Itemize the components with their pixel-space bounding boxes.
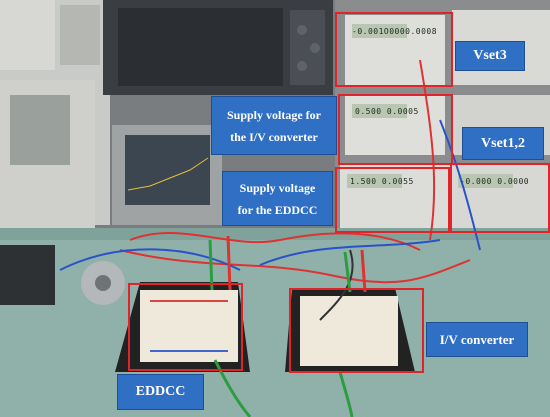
label-iv-converter: I/V converter — [426, 322, 528, 357]
bottom-right-supply-readout: -0.000 0.0000 — [460, 177, 530, 186]
label-iv-supply-line2: the I/V converter — [230, 129, 318, 144]
label-eddcc-text: EDDCC — [135, 384, 186, 399]
middle-supply-readout: 0.500 0.0005 — [355, 107, 419, 116]
highlight-bottom-right-supply — [450, 163, 550, 233]
label-vset3: Vset3 — [455, 41, 525, 71]
label-eddcc-supply: Supply voltage for the EDDCC — [222, 171, 333, 226]
label-eddcc: EDDCC — [117, 374, 204, 410]
bottom-left-supply-readout: 1.500 0.0055 — [350, 177, 414, 186]
top-supply-readout: -0.001O0000.0008 — [352, 27, 438, 36]
label-vset12: Vset1,2 — [462, 127, 544, 160]
highlight-bottom-left-supply — [335, 167, 450, 233]
label-iv-converter-text: I/V converter — [439, 331, 515, 347]
highlight-middle-supply — [338, 94, 453, 165]
label-eddcc-supply-line2: for the EDDCC — [237, 202, 318, 217]
label-vset12-text: Vset1,2 — [481, 135, 525, 151]
label-iv-supply-line1: Supply voltage for — [226, 107, 321, 122]
label-iv-supply: Supply voltage for the I/V converter — [211, 96, 337, 155]
label-vset3-text: Vset3 — [473, 48, 507, 63]
highlight-eddcc-board — [128, 283, 243, 371]
highlight-iv-converter-board — [289, 288, 424, 373]
label-eddcc-supply-line1: Supply voltage — [239, 180, 316, 195]
highlight-top-supply — [335, 12, 453, 87]
